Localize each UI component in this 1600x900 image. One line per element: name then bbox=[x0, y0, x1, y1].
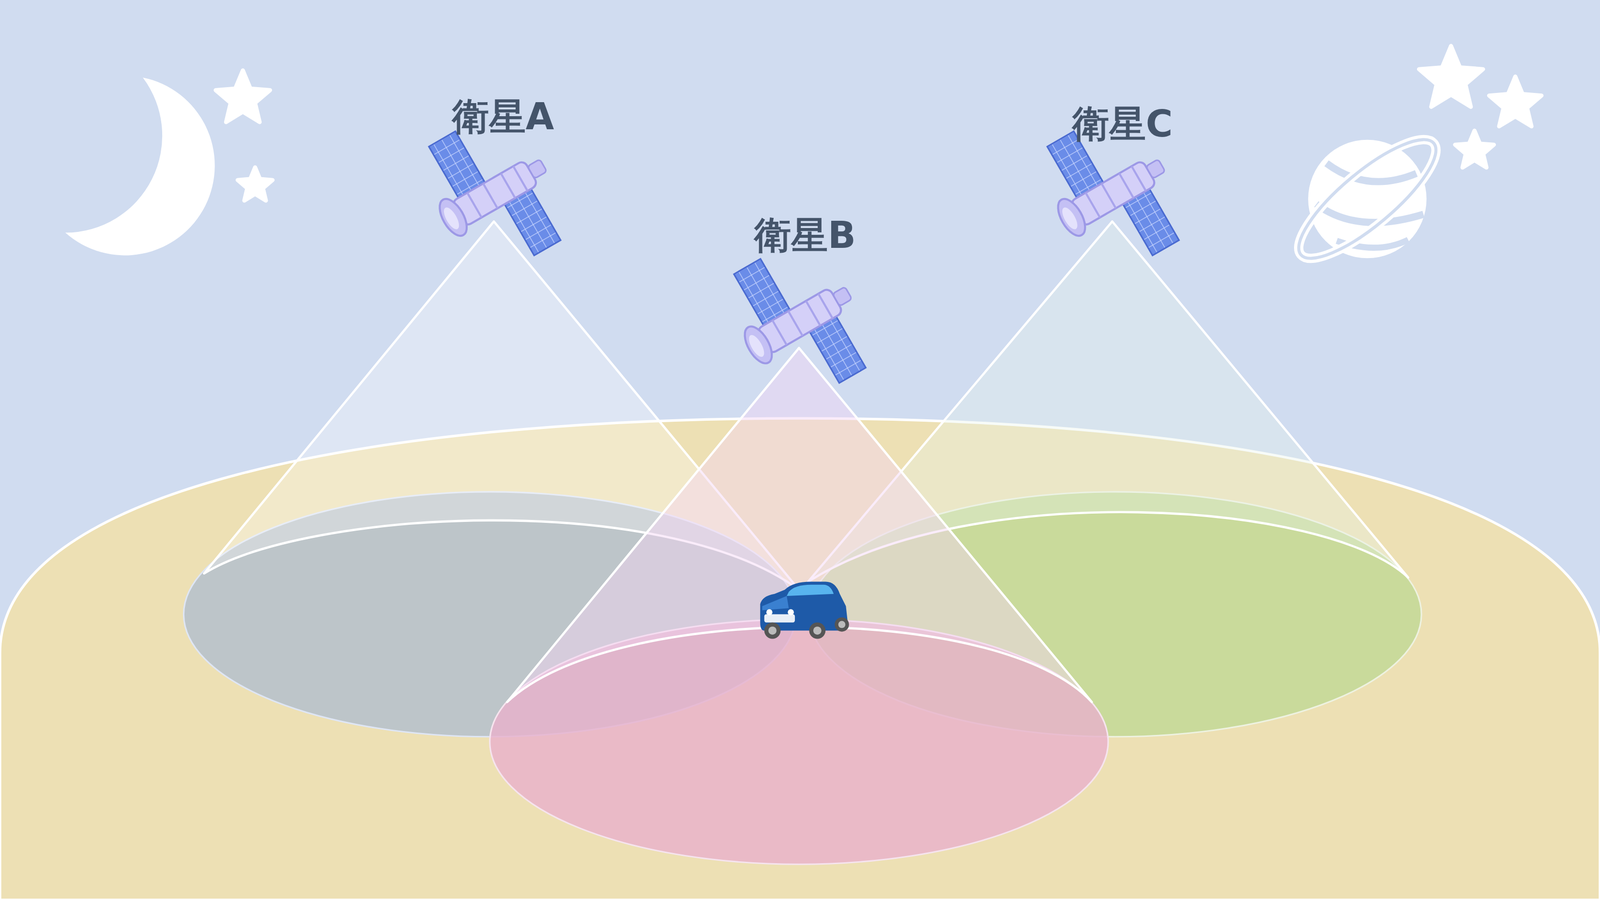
star bbox=[1455, 130, 1494, 168]
star bbox=[1418, 45, 1483, 107]
satellite bbox=[712, 228, 885, 414]
satellite-label: 衛星B bbox=[754, 210, 856, 261]
beam-b bbox=[507, 348, 1093, 702]
moon bbox=[65, 77, 215, 256]
star bbox=[1489, 76, 1542, 127]
star bbox=[237, 167, 273, 201]
satellite-label: 衛星A bbox=[452, 92, 555, 143]
car bbox=[760, 581, 849, 639]
satellite-label: 衛星C bbox=[1072, 99, 1174, 150]
planet bbox=[1283, 122, 1451, 275]
star bbox=[215, 70, 271, 122]
